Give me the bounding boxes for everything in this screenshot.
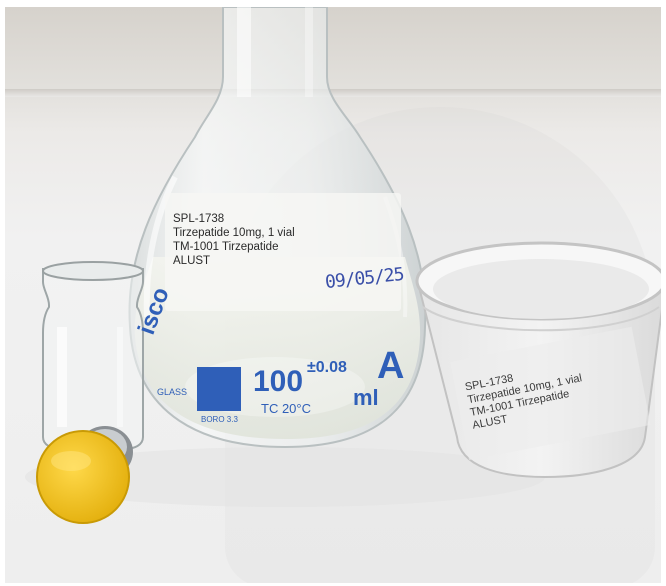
flask-label: SPL-1738 Tirzepatide 10mg, 1 vial TM-100… (165, 193, 405, 311)
flask-label-line-1: SPL-1738 (173, 213, 225, 225)
yellow-crimp-cap (36, 426, 133, 524)
flask-calibration: TC 20°C (261, 401, 311, 416)
flask-print-square (197, 367, 241, 411)
handwritten-date: 09/05/25 (324, 263, 405, 294)
back-shelf (5, 89, 661, 97)
flask-capacity: 100 (253, 365, 304, 398)
flask-label-line-2: Tirzepatide 10mg, 1 vial (173, 227, 295, 239)
flask-tolerance: ±0.08 (307, 359, 347, 376)
flask-class: A (377, 345, 405, 387)
flask-material: BORO 3.3 (201, 415, 238, 424)
flask-label-line-3: TM-1001 Tirzepatide (173, 241, 279, 253)
flask-brand-sub: GLASS (157, 387, 188, 397)
flask-label-line-4: ALUST (173, 255, 211, 267)
photo: SPL-1738 Tirzepatide 10mg, 1 vial TM-100… (5, 7, 661, 583)
glass-vial (42, 261, 144, 450)
table-shadow (25, 447, 545, 507)
flask-unit: ml (353, 385, 379, 410)
